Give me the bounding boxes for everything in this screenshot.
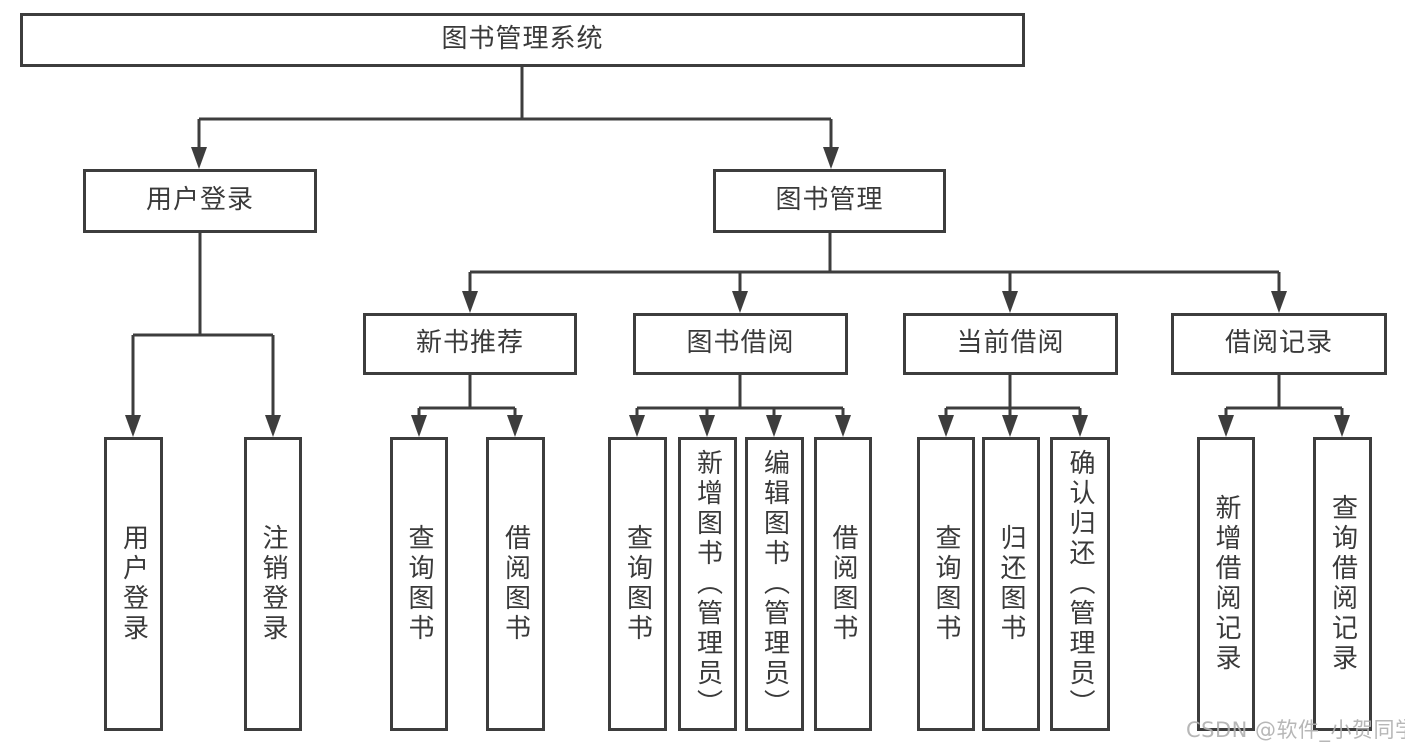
- node-current-borrow: 当前借阅: [903, 313, 1118, 375]
- node-borrow-records: 借阅记录: [1171, 313, 1387, 375]
- connector-newbooks-to-leaves: [411, 375, 523, 437]
- leaf-borrow-books-2: 借阅图书: [814, 437, 872, 731]
- leaf-query-books-2: 查询图书: [608, 437, 667, 731]
- node-new-book-recommend: 新书推荐: [363, 313, 577, 375]
- connector-bookmgmt-to-level3: [462, 233, 1287, 313]
- leaf-borrow-books-1: 借阅图书: [486, 437, 545, 731]
- leaf-query-borrow-record: 查询借阅记录: [1313, 437, 1372, 731]
- leaf-add-books-admin: 新增图书（管理员）: [678, 437, 737, 731]
- leaf-logout: 注销登录: [244, 437, 302, 731]
- leaf-user-login: 用户登录: [104, 437, 163, 731]
- connector-currentborrow-to-leaves: [938, 375, 1088, 437]
- connector-root-to-level2: [191, 67, 839, 169]
- leaf-edit-books-admin: 编辑图书（管理员）: [745, 437, 804, 731]
- node-book-management: 图书管理: [713, 169, 946, 233]
- leaf-query-books-3: 查询图书: [917, 437, 975, 731]
- node-book-borrow: 图书借阅: [633, 313, 848, 375]
- node-user-login: 用户登录: [83, 169, 317, 233]
- connector-userlogin-to-leaves: [125, 233, 281, 437]
- connector-borrowrecords-to-leaves: [1218, 375, 1350, 437]
- leaf-add-borrow-record: 新增借阅记录: [1197, 437, 1255, 731]
- node-root-system: 图书管理系统: [20, 13, 1025, 67]
- connector-bookborrow-to-leaves: [629, 375, 851, 437]
- leaf-confirm-return-admin: 确认归还（管理员）: [1050, 437, 1110, 731]
- csdn-watermark: CSDN @软件_小贺同学: [1186, 718, 1405, 742]
- leaf-return-books: 归还图书: [982, 437, 1040, 731]
- leaf-query-books-1: 查询图书: [390, 437, 448, 731]
